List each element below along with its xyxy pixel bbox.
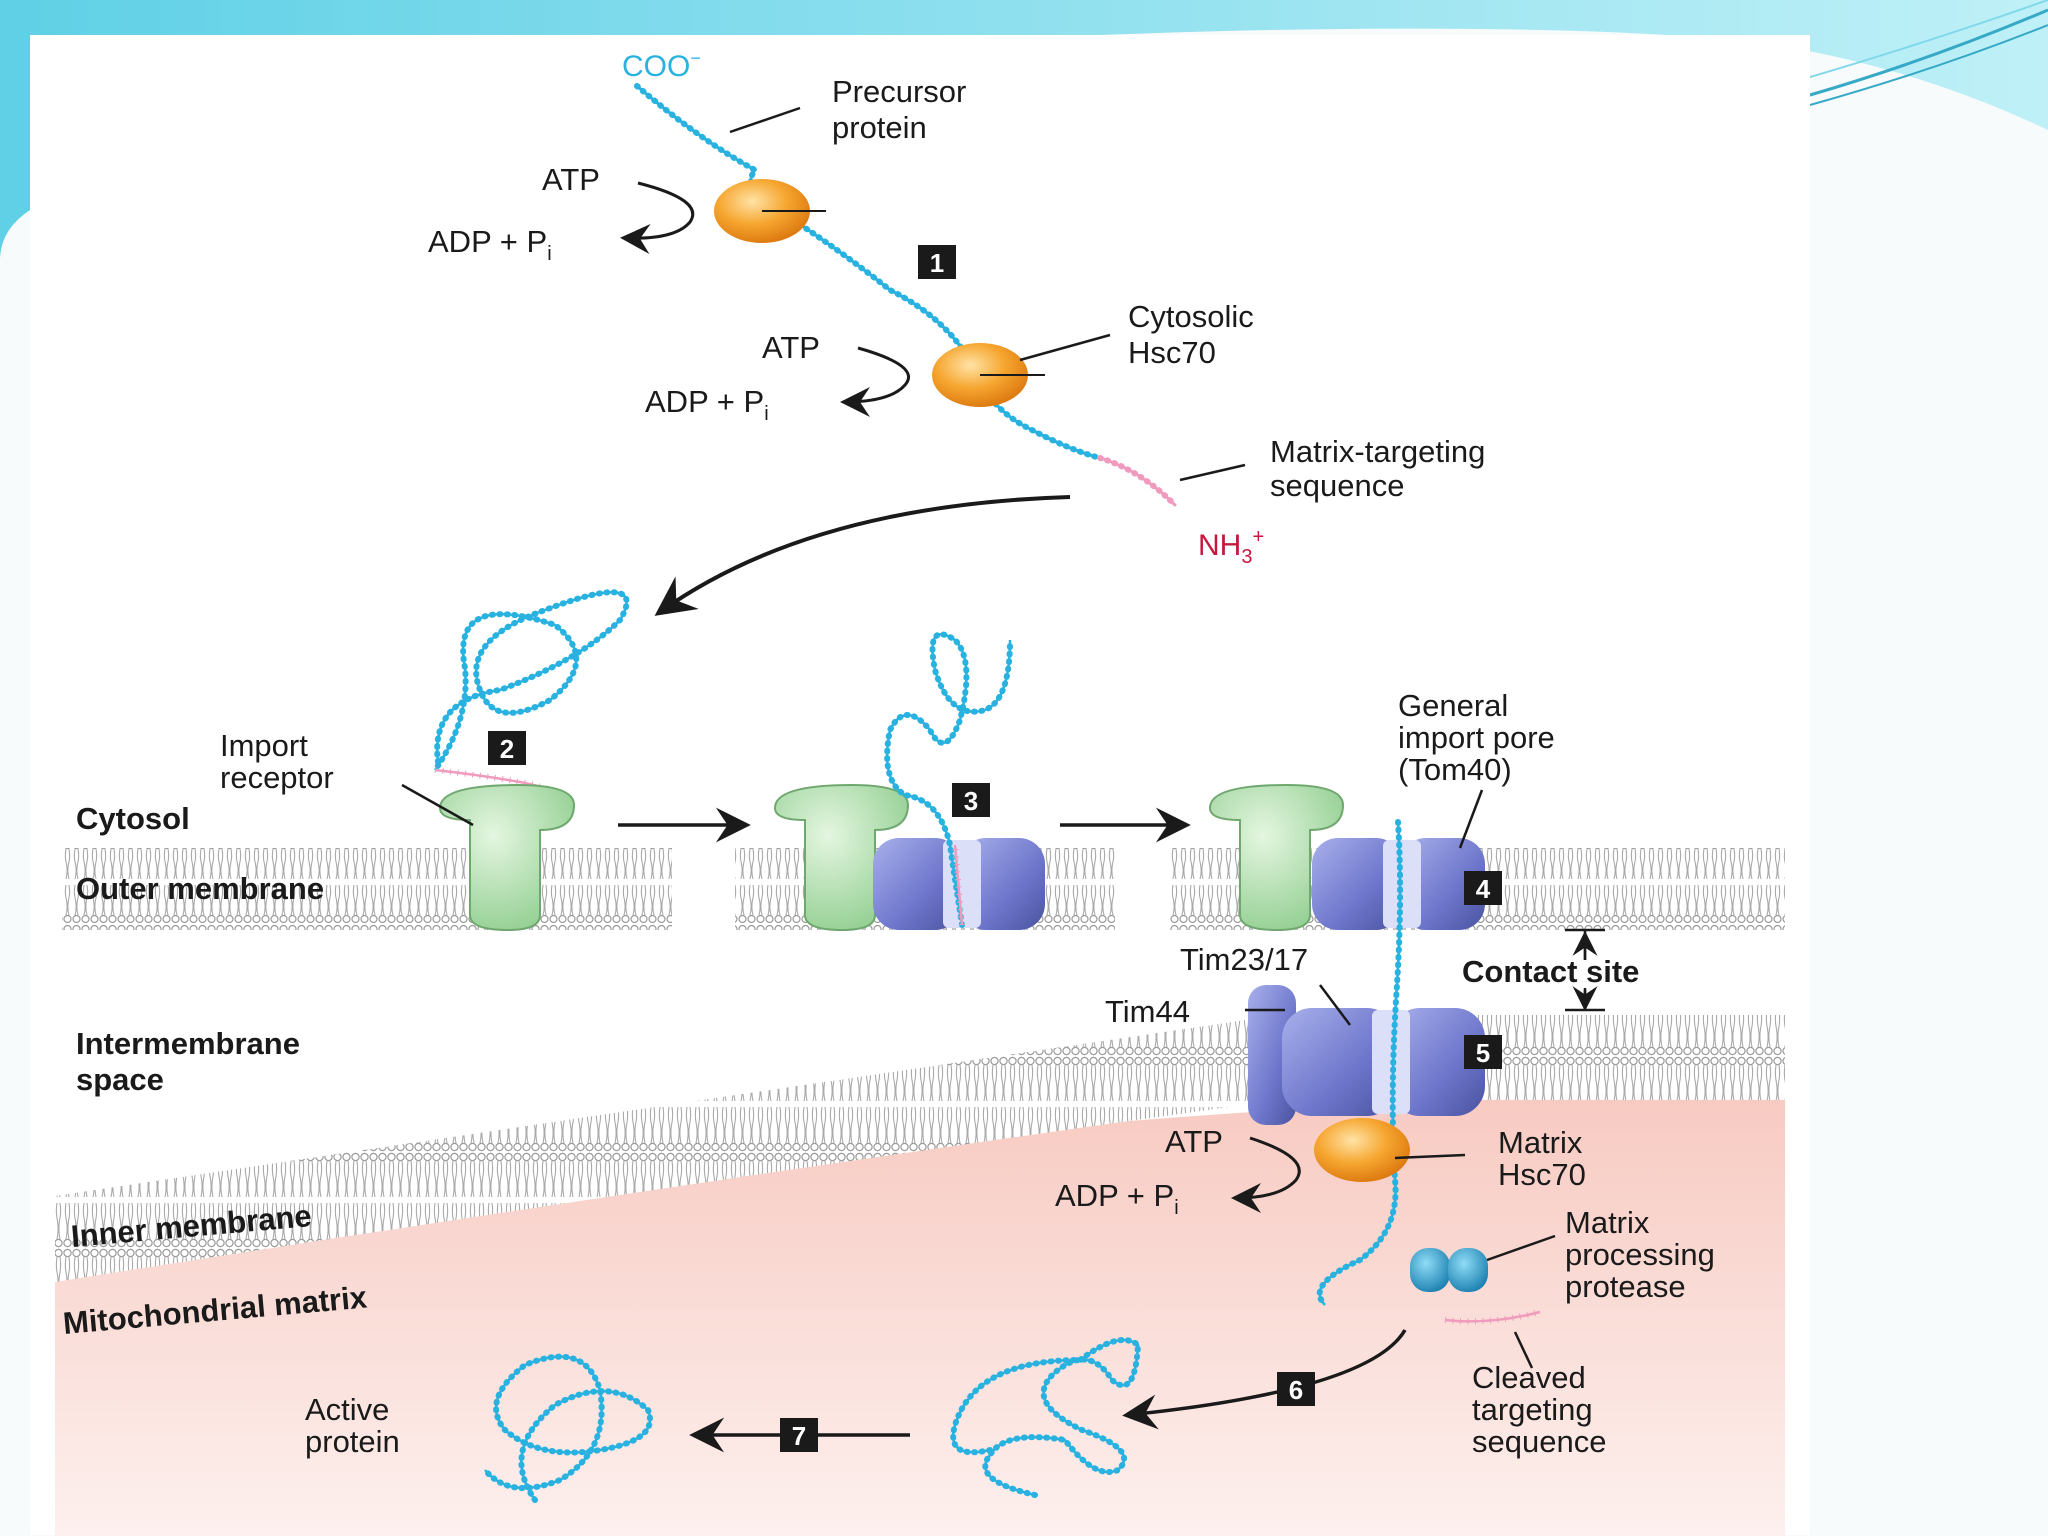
import-receptor-leader <box>401 783 474 827</box>
atp-cycle-1 <box>620 181 911 417</box>
step-box-7: 7 <box>780 1418 818 1452</box>
general-import-pore-label: General import pore (Tom40) <box>1398 688 1563 787</box>
step-box-3: 3 <box>952 783 990 817</box>
matrix-hsc70-label: Matrix Hsc70 <box>1498 1125 1591 1192</box>
arrow-5-to-6 <box>1122 1329 1407 1430</box>
matrix-processing-protease-label: Matrix processing protease <box>1565 1205 1724 1304</box>
svg-text:7: 7 <box>792 1421 806 1451</box>
adp-label-1: ADP + Pi <box>428 224 552 265</box>
step-box-6: 6 <box>1277 1372 1315 1406</box>
svg-text:6: 6 <box>1289 1375 1303 1405</box>
intermembrane-space-label: Intermembrane space <box>76 1026 309 1097</box>
matrix-targeting-sequence-label: Matrix-targeting sequence <box>1270 434 1494 503</box>
precursor-protein-label: Precursor protein <box>832 74 975 145</box>
step-box-1: 1 <box>918 245 956 279</box>
active-protein-label: Active protein <box>305 1392 400 1459</box>
active-protein <box>482 1353 653 1503</box>
atp-label-1: ATP <box>542 162 600 197</box>
c-terminus: COO− <box>622 48 701 83</box>
atp-cycle-matrix <box>1231 1136 1301 1213</box>
cleaved-targeting-sequence-label: Cleaved targeting sequence <box>1472 1360 1606 1459</box>
svg-text:1: 1 <box>930 248 944 278</box>
import-receptor-1 <box>438 783 576 932</box>
step-box-4: 4 <box>1464 871 1502 905</box>
step-box-2: 2 <box>488 731 526 765</box>
atp-label-2: ATP <box>762 330 820 365</box>
adp-label-2: ADP + Pi <box>645 384 769 425</box>
contact-site-label: Contact site <box>1462 954 1639 989</box>
svg-text:2: 2 <box>500 734 514 764</box>
n-terminus: NH3+ <box>1198 526 1264 568</box>
precursor-chain <box>634 83 1178 508</box>
tim23-17-complex <box>1248 985 1485 1125</box>
leader-lines-top <box>729 106 1246 482</box>
import-receptor-3 <box>1208 783 1345 932</box>
transfer-arrow <box>654 495 1071 616</box>
adp-label-3: ADP + Pi <box>1055 1178 1179 1219</box>
step-3-chain <box>884 631 1013 928</box>
cytosol-label: Cytosol <box>76 801 190 836</box>
matrix-hsc70 <box>1314 1118 1466 1182</box>
matrix-processing-protease <box>1410 1234 1556 1292</box>
tom40-pore-step-3 <box>873 838 1045 930</box>
general-import-pore-leader <box>1458 789 1484 849</box>
outer-membrane-label: Outer membrane <box>76 871 324 906</box>
import-receptor-label: Import receptor <box>220 728 334 795</box>
cleaved-targeting-sequence <box>1444 1309 1541 1369</box>
step-box-5: 5 <box>1464 1035 1502 1069</box>
step-6-chain <box>950 1337 1142 1498</box>
svg-text:3: 3 <box>964 786 978 816</box>
tim23-17-label: Tim23/17 <box>1180 942 1308 977</box>
tim44-label: Tim44 <box>1105 994 1190 1029</box>
svg-text:5: 5 <box>1476 1038 1490 1068</box>
atp-label-3: ATP <box>1165 1124 1223 1159</box>
cytosolic-hsc70-label: Cytosolic Hsc70 <box>1128 299 1262 370</box>
cytosolic-hsc70 <box>714 179 1045 407</box>
svg-text:4: 4 <box>1476 874 1491 904</box>
